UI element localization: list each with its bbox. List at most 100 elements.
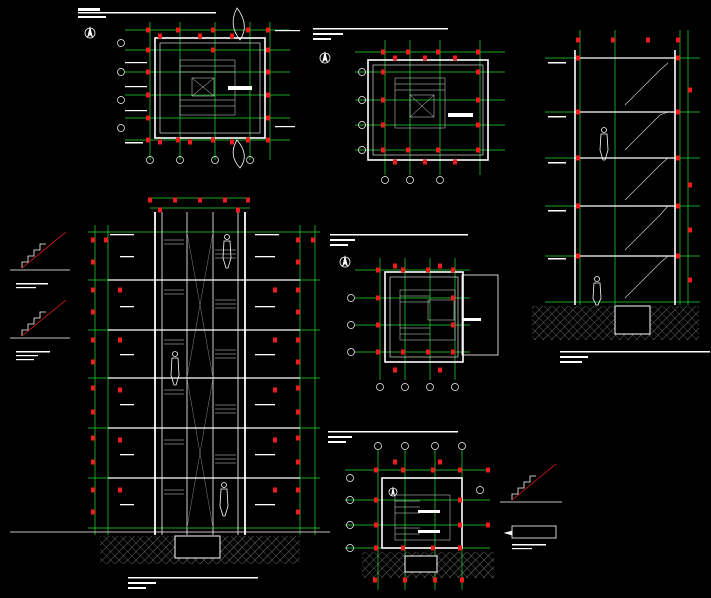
annotation-marker bbox=[376, 349, 380, 355]
north-arrow-icon bbox=[84, 26, 96, 39]
annotation-marker bbox=[688, 87, 692, 93]
annotation-markers bbox=[91, 27, 692, 583]
annotation-marker bbox=[476, 69, 480, 75]
north-arrow-icon bbox=[388, 486, 398, 497]
annotation-marker bbox=[436, 49, 440, 55]
annotation-marker bbox=[158, 139, 162, 145]
annotation-marker bbox=[436, 147, 440, 153]
annotation-marker bbox=[486, 522, 490, 528]
annotation-marker bbox=[460, 577, 464, 583]
annotation-marker bbox=[211, 137, 215, 143]
annotation-marker bbox=[458, 545, 462, 551]
annotation-marker bbox=[158, 33, 162, 39]
annotation-marker bbox=[676, 203, 680, 209]
title-underline bbox=[78, 12, 216, 14]
annotation-marker bbox=[423, 159, 427, 165]
annotation-marker bbox=[688, 182, 692, 188]
annotation-marker bbox=[146, 47, 150, 53]
annotation-marker bbox=[146, 115, 150, 121]
stair-detail-icon bbox=[10, 231, 70, 271]
annotation-marker bbox=[296, 435, 300, 441]
annotation-marker bbox=[676, 253, 680, 259]
annotation-marker bbox=[158, 207, 162, 213]
annotation-marker bbox=[393, 263, 397, 269]
annotation-marker bbox=[376, 267, 380, 273]
annotation-marker bbox=[104, 237, 108, 243]
annotation-marker bbox=[376, 295, 380, 301]
annotation-marker bbox=[118, 437, 122, 443]
annotation-marker bbox=[91, 459, 95, 465]
human-figure-icon bbox=[592, 127, 609, 306]
annotation-marker bbox=[296, 509, 300, 515]
annotation-marker bbox=[451, 322, 455, 328]
annotation-marker bbox=[236, 207, 240, 213]
section-left-main bbox=[10, 197, 330, 589]
annotation-marker bbox=[438, 459, 442, 465]
annotation-marker bbox=[296, 287, 300, 293]
annotation-marker bbox=[576, 203, 580, 209]
stair-detail-left-2 bbox=[10, 299, 70, 361]
annotation-marker bbox=[91, 509, 95, 515]
annotation-marker bbox=[476, 49, 480, 55]
annotation-marker bbox=[118, 387, 122, 393]
grid-bubble-icon bbox=[117, 39, 254, 164]
annotation-marker bbox=[188, 139, 192, 145]
annotation-marker bbox=[118, 487, 122, 493]
annotation-marker bbox=[91, 435, 95, 441]
annotation-marker bbox=[296, 237, 300, 243]
annotation-marker bbox=[423, 55, 427, 61]
annotation-marker bbox=[406, 147, 410, 153]
annotation-marker bbox=[273, 337, 277, 343]
annotation-marker bbox=[296, 337, 300, 343]
annotation-marker bbox=[393, 55, 397, 61]
annotation-marker bbox=[376, 322, 380, 328]
section-right bbox=[532, 30, 710, 363]
annotation-marker bbox=[433, 577, 437, 583]
annotation-marker bbox=[146, 137, 150, 143]
annotation-marker bbox=[453, 55, 457, 61]
human-figure-icon bbox=[170, 234, 232, 517]
annotation-marker bbox=[91, 287, 95, 293]
annotation-marker bbox=[431, 545, 435, 551]
title-bar bbox=[78, 16, 106, 18]
annotation-marker bbox=[576, 37, 580, 43]
annotation-marker bbox=[373, 577, 377, 583]
annotation-marker bbox=[576, 253, 580, 259]
annotation-marker bbox=[381, 69, 385, 75]
stair-detail-bottom-right bbox=[500, 463, 562, 550]
annotation-marker bbox=[458, 497, 462, 503]
annotation-marker bbox=[576, 109, 580, 115]
annotation-marker bbox=[146, 69, 150, 75]
annotation-marker bbox=[453, 159, 457, 165]
annotation-marker bbox=[576, 155, 580, 161]
annotation-marker bbox=[476, 97, 480, 103]
annotation-marker bbox=[296, 409, 300, 415]
annotation-marker bbox=[451, 267, 455, 273]
annotation-marker bbox=[296, 459, 300, 465]
annotation-marker bbox=[296, 385, 300, 391]
annotation-marker bbox=[230, 139, 234, 145]
annotation-marker bbox=[148, 197, 152, 203]
annotation-marker bbox=[458, 522, 462, 528]
annotation-marker bbox=[438, 367, 442, 373]
annotation-marker bbox=[273, 287, 277, 293]
annotation-marker bbox=[266, 47, 270, 53]
annotation-marker bbox=[266, 137, 270, 143]
annotation-marker bbox=[311, 237, 315, 243]
annotation-marker bbox=[246, 137, 250, 143]
annotation-marker bbox=[91, 359, 95, 365]
annotation-marker bbox=[401, 467, 405, 473]
annotation-marker bbox=[393, 367, 397, 373]
annotation-marker bbox=[374, 467, 378, 473]
annotation-marker bbox=[646, 37, 650, 43]
north-arrow-icon bbox=[319, 51, 331, 64]
annotation-marker bbox=[198, 33, 202, 39]
stair-detail-left-1 bbox=[10, 231, 70, 289]
annotation-marker bbox=[211, 27, 215, 33]
annotation-marker bbox=[374, 545, 378, 551]
annotation-marker bbox=[91, 237, 95, 243]
annotation-marker bbox=[381, 147, 385, 153]
annotation-marker bbox=[401, 545, 405, 551]
annotation-marker bbox=[393, 159, 397, 165]
